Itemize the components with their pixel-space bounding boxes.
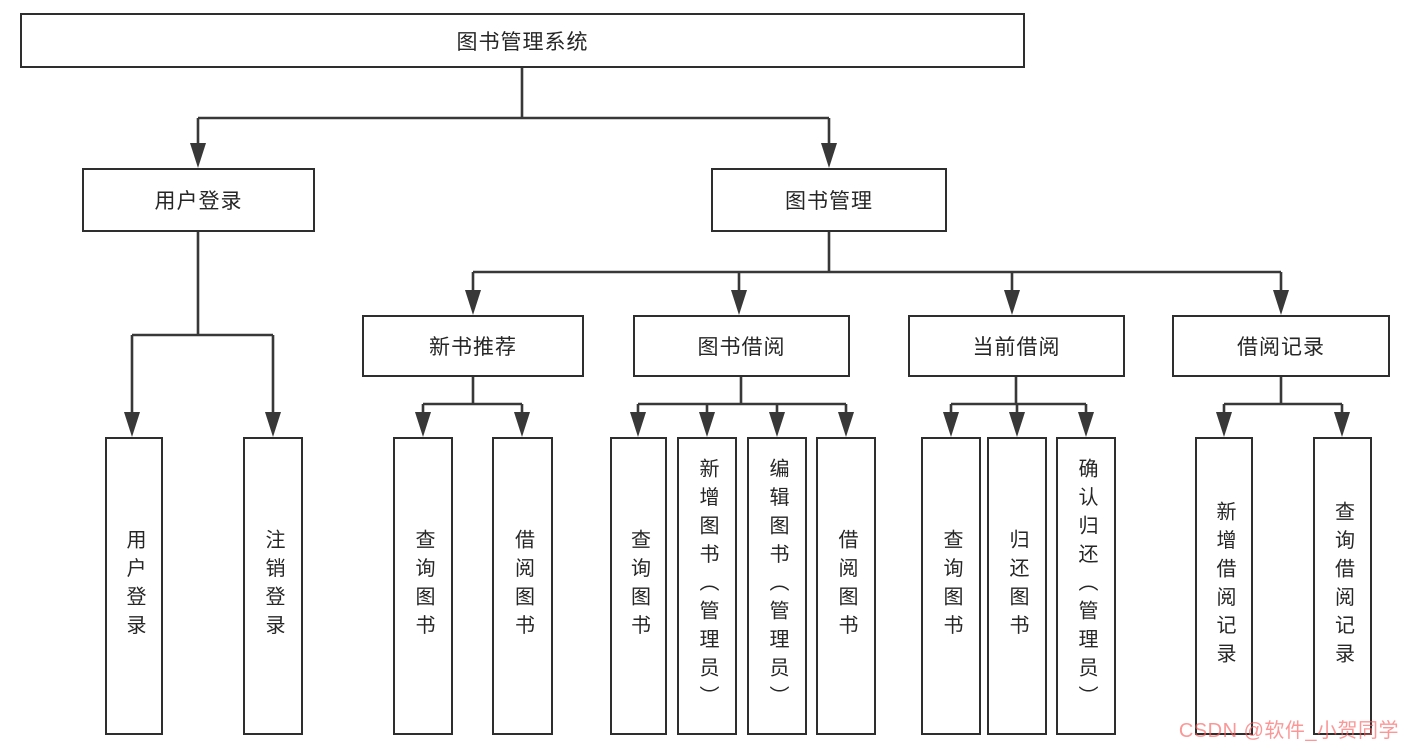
- edge-borrow-to-leaves: [636, 377, 848, 413]
- leaf-logout: 注销登录: [243, 437, 303, 735]
- node-label: 借阅记录: [1237, 336, 1325, 359]
- arrowhead: [838, 412, 854, 437]
- arrowhead: [630, 412, 646, 437]
- arrowhead: [265, 412, 281, 437]
- leaf-edit-books-admin: 编辑图书（管理员）: [747, 437, 807, 735]
- node-label: 图书管理: [785, 190, 873, 213]
- leaf-add-books-admin: 新增图书（管理员）: [677, 437, 737, 735]
- arrowhead: [1334, 412, 1350, 437]
- leaf-query-borrow-record: 查询借阅记录: [1313, 437, 1372, 735]
- arrowhead: [1273, 290, 1289, 315]
- leaf-borrow-books-recommend: 借阅图书: [492, 437, 553, 735]
- leaf-borrow-books: 借阅图书: [816, 437, 876, 735]
- arrowhead: [1004, 290, 1020, 315]
- leaf-query-books-recommend: 查询图书: [393, 437, 453, 735]
- edge-userlogin-to-leaves: [130, 232, 275, 413]
- leaf-query-books-borrow: 查询图书: [610, 437, 667, 735]
- node-new-book-recommendation: 新书推荐: [362, 315, 584, 377]
- leaf-user-login: 用户登录: [105, 437, 163, 735]
- node-label: 查询借阅记录: [1331, 500, 1354, 672]
- leaf-add-borrow-record: 新增借阅记录: [1195, 437, 1253, 735]
- leaf-return-books: 归还图书: [987, 437, 1047, 735]
- edge-root-to-level2: [196, 68, 831, 144]
- node-label: 用户登录: [154, 190, 243, 213]
- node-borrowing-records: 借阅记录: [1172, 315, 1390, 377]
- node-label: 用户登录: [123, 529, 145, 643]
- node-label: 新书推荐: [429, 336, 517, 359]
- node-label: 注销登录: [262, 529, 284, 643]
- leaf-query-books-current: 查询图书: [921, 437, 981, 735]
- node-label: 新增借阅记录: [1213, 500, 1235, 672]
- node-label: 确认归还（管理员）: [1075, 458, 1097, 714]
- node-label: 查询图书: [627, 529, 650, 643]
- node-label: 借阅图书: [835, 529, 857, 643]
- node-user-login: 用户登录: [82, 168, 315, 232]
- node-book-borrowing: 图书借阅: [633, 315, 850, 377]
- arrowhead: [769, 412, 785, 437]
- arrowhead: [821, 143, 837, 168]
- arrowhead: [514, 412, 530, 437]
- node-label: 归还图书: [1006, 529, 1028, 643]
- node-book-management: 图书管理: [711, 168, 947, 232]
- node-label: 查询图书: [940, 529, 962, 643]
- leaf-confirm-return-admin: 确认归还（管理员）: [1056, 437, 1116, 735]
- node-label: 图书管理系统: [456, 30, 589, 54]
- csdn-watermark: CSDN @软件_小贺同学: [1178, 720, 1399, 742]
- arrowhead: [1009, 412, 1025, 437]
- node-current-borrowing: 当前借阅: [908, 315, 1125, 377]
- edge-current-to-leaves: [949, 377, 1088, 413]
- edge-records-to-leaves: [1222, 377, 1344, 413]
- node-label: 图书借阅: [697, 336, 786, 359]
- node-label: 新增图书（管理员）: [696, 458, 718, 714]
- node-label: 编辑图书（管理员）: [766, 458, 788, 714]
- arrowhead: [943, 412, 959, 437]
- arrowhead: [1216, 412, 1232, 437]
- arrowhead: [415, 412, 431, 437]
- arrowhead: [731, 290, 747, 315]
- node-library-management-system: 图书管理系统: [20, 13, 1025, 68]
- node-label: 当前借阅: [972, 336, 1061, 359]
- arrowhead: [124, 412, 140, 437]
- edge-newbook-to-leaves: [421, 377, 524, 413]
- arrowhead: [190, 143, 206, 168]
- node-label: 借阅图书: [511, 529, 534, 643]
- node-label: 查询图书: [412, 529, 434, 643]
- edge-bookmgmt-to-level3: [471, 232, 1283, 291]
- arrowhead: [465, 290, 481, 315]
- arrowhead: [699, 412, 715, 437]
- arrowhead: [1078, 412, 1094, 437]
